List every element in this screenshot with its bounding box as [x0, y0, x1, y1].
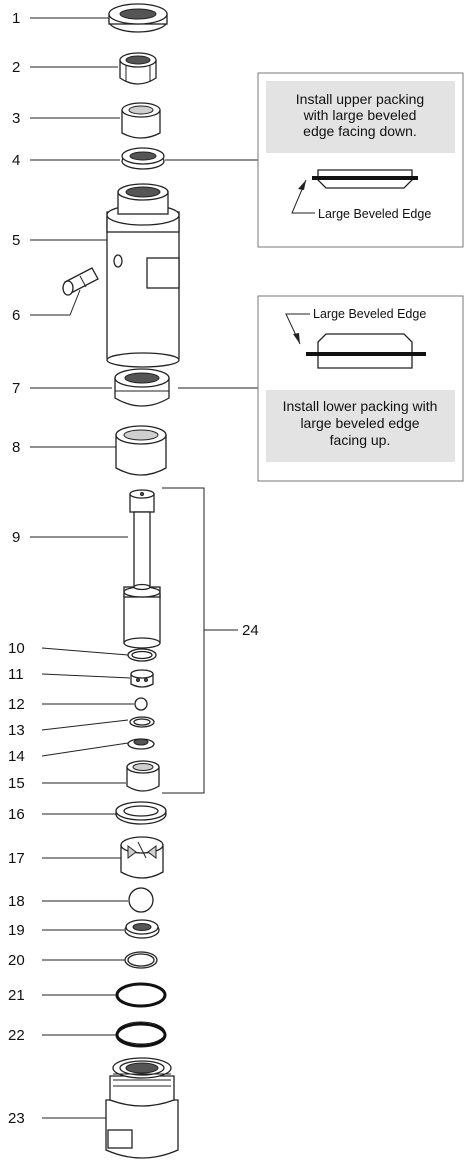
label-4: 4 [12, 152, 20, 169]
part-20-o-ring [124, 951, 158, 969]
part-3-gland [121, 102, 161, 139]
label-6: 6 [12, 307, 20, 324]
upper-packing-profile [312, 169, 418, 189]
part-13-washer [129, 716, 155, 728]
label-2: 2 [12, 59, 20, 76]
label-18: 18 [8, 893, 25, 910]
callout-upper-line-1: Install upper packing [296, 91, 424, 107]
label-20: 20 [8, 952, 25, 969]
leader-lines [30, 17, 258, 1119]
label-16: 16 [8, 806, 25, 823]
label-12: 12 [8, 696, 25, 713]
label-13: 13 [8, 722, 25, 739]
part-6-fitting [62, 267, 99, 296]
part-19-seat [124, 919, 160, 939]
label-11: 11 [8, 666, 24, 683]
label-22: 22 [8, 1027, 25, 1044]
label-21: 21 [8, 987, 25, 1004]
label-1: 1 [12, 10, 20, 27]
label-14: 14 [8, 748, 25, 765]
label-19: 19 [8, 922, 25, 939]
part-21-o-ring [115, 982, 167, 1008]
part-4-upper-packing [121, 147, 165, 170]
part-2-packing-nut [119, 52, 157, 85]
part-17-ball-guide [120, 836, 164, 879]
callout-lower-edge-label: Large Beveled Edge [313, 307, 426, 321]
label-15: 15 [8, 775, 25, 792]
part-15-piston-nut [126, 760, 160, 792]
callout-lower-line-3: facing up. [330, 432, 391, 448]
part-9-displacement-rod [123, 489, 161, 649]
part-5-pump-body [106, 183, 180, 368]
label-17: 17 [8, 850, 25, 867]
label-10: 10 [8, 640, 25, 657]
part-23-foot-valve-housing [105, 1057, 179, 1159]
label-7: 7 [12, 380, 20, 397]
callout-lower-line-2: large beveled edge [300, 415, 419, 431]
label-9: 9 [12, 529, 20, 546]
part-16-retaining-ring [115, 801, 167, 825]
part-14-seat [127, 738, 155, 750]
callout-upper: Install upper packing with large beveled… [257, 72, 464, 248]
label-23: 23 [8, 1110, 25, 1127]
callout-upper-edge-label: Large Beveled Edge [318, 207, 431, 221]
part-1-nut [108, 3, 168, 33]
part-18-ball [128, 887, 154, 913]
part-22-seal [115, 1021, 167, 1048]
callout-lower-line-1: Install lower packing with [283, 398, 438, 414]
label-3: 3 [12, 110, 20, 127]
callout-lower: Large Beveled Edge Install lower packing… [257, 295, 464, 482]
label-5: 5 [12, 232, 20, 249]
lower-packing-profile [306, 333, 426, 369]
part-12-ball [134, 697, 148, 711]
part-8-sleeve [115, 425, 167, 476]
callout-upper-line-3: edge facing down. [303, 123, 417, 139]
part-7-lower-packing [114, 368, 170, 407]
part-10-o-ring [127, 648, 157, 662]
label-24: 24 [242, 622, 259, 639]
label-8: 8 [12, 439, 20, 456]
part-number-labels: 1 2 3 4 5 6 7 8 9 10 11 12 13 14 15 16 1… [8, 10, 259, 1127]
callout-upper-line-2: with large beveled [303, 107, 417, 123]
part-11-valve-seat [130, 669, 154, 688]
